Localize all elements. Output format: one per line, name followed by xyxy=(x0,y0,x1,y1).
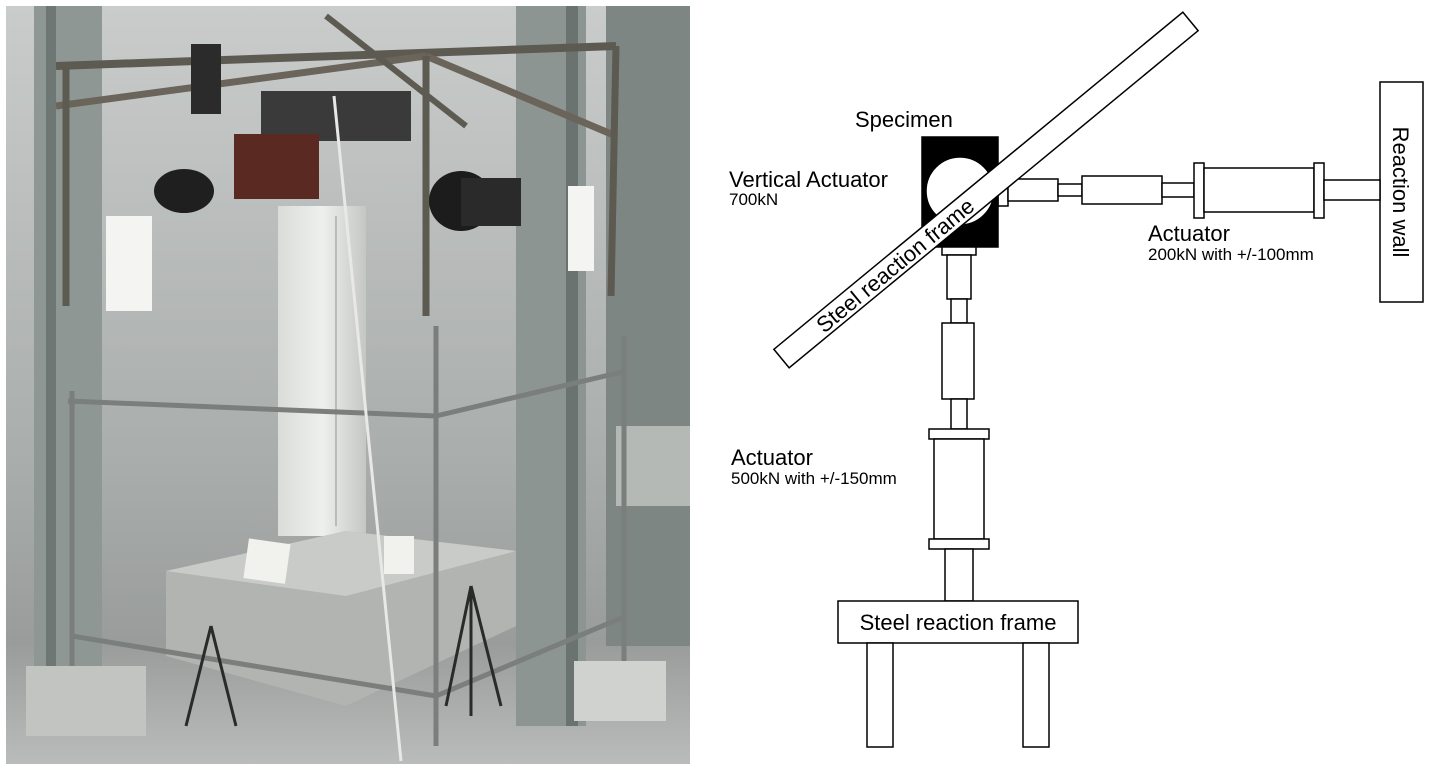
lower-actuator-flange-1 xyxy=(928,428,990,440)
horizontal-actuator-mount xyxy=(1323,179,1381,201)
horizontal-actuator-flange-1 xyxy=(1193,162,1205,219)
vertical-actuator-piston xyxy=(941,322,975,400)
loading-setup-diagram: Steel reaction frame Specimen Vertical A… xyxy=(700,0,1443,770)
horizontal-actuator-spec: 200kN with +/-100mm xyxy=(1148,245,1314,264)
safety-cage xyxy=(67,326,627,746)
horizontal-actuator-flange-2 xyxy=(1313,162,1325,219)
vertical-actuator-capacity: 700kN xyxy=(729,190,778,209)
specimen-label: Specimen xyxy=(855,107,953,132)
vertical-actuator-lower-rod xyxy=(950,398,968,430)
lower-actuator-label: Actuator xyxy=(731,445,813,470)
base-frame-leg-left xyxy=(866,642,894,748)
tripod-stands xyxy=(184,585,503,727)
vertical-actuator-top xyxy=(191,44,221,114)
lower-actuator-cylinder xyxy=(933,438,985,540)
base-frame-label: Steel reaction frame xyxy=(860,610,1057,635)
lower-actuator-spec: 500kN with +/-150mm xyxy=(731,469,897,488)
diagram-svg: Steel reaction frame Specimen Vertical A… xyxy=(729,11,1424,748)
actuator-cylinder-left xyxy=(154,169,214,213)
test-setup-photo xyxy=(6,6,690,764)
horizontal-actuator-connector xyxy=(1057,183,1083,197)
horizontal-actuator-rod-1 xyxy=(1007,178,1059,202)
horizontal-actuator-label: Actuator xyxy=(1148,221,1230,246)
paper-sheet-right xyxy=(568,186,594,271)
vertical-actuator-rod-link xyxy=(950,298,968,324)
horizontal-actuator-rod-2 xyxy=(1161,182,1195,198)
lower-actuator-flange-2 xyxy=(928,538,990,550)
base-reaction-frame xyxy=(837,600,1079,644)
reaction-wall xyxy=(1379,81,1424,303)
paper-sheet-left xyxy=(106,216,152,311)
concrete-block-left xyxy=(26,666,146,736)
background-machinery xyxy=(606,6,690,646)
vertical-actuator-upper-rod xyxy=(946,254,972,300)
specimen-column xyxy=(278,206,366,536)
lower-actuator-mount xyxy=(944,548,974,602)
horizontal-actuator-cylinder xyxy=(1203,167,1315,213)
reaction-wall-label: Reaction wall xyxy=(1388,127,1413,258)
vertical-actuator-top-plate xyxy=(941,246,977,256)
concrete-block-right xyxy=(574,661,666,721)
red-loading-block xyxy=(234,134,319,199)
photo-illustration xyxy=(6,6,690,764)
horizontal-actuator-piston xyxy=(1081,175,1163,205)
base-frame-leg-right xyxy=(1022,642,1050,748)
vertical-actuator-label: Vertical Actuator xyxy=(729,167,888,192)
